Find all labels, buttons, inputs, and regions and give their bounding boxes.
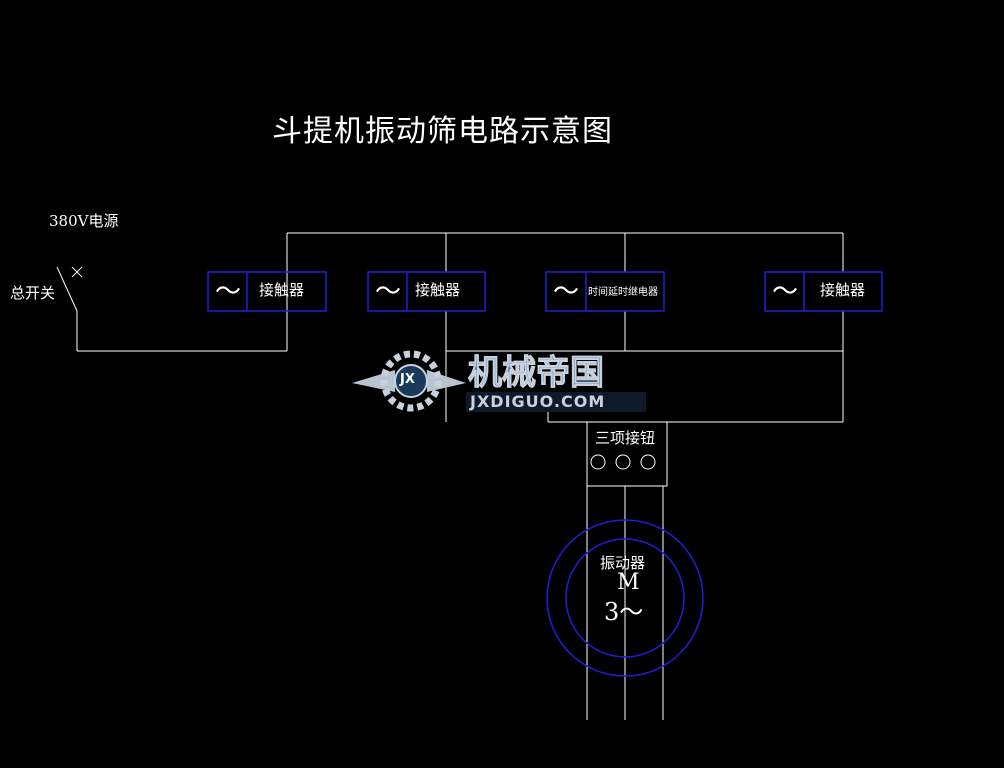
button-3 <box>640 454 656 470</box>
contactor-4-label: 接触器 <box>820 281 866 299</box>
watermark-logo <box>352 350 646 412</box>
button-1 <box>590 454 606 470</box>
switch-label: 总开关 <box>10 284 56 302</box>
power-label: 380V电源 <box>49 212 119 230</box>
watermark-badge: JX <box>400 372 415 387</box>
switch-blade <box>56 266 78 312</box>
relay-label: 时间延时继电器 <box>588 287 658 298</box>
watermark-gear-outer <box>380 350 442 412</box>
contactor-1-symbol: ～ <box>215 277 242 307</box>
watermark-gear-inner <box>394 364 428 398</box>
contactor-2-label: 接触器 <box>415 281 461 299</box>
switch-x-2 <box>71 266 83 278</box>
contactor-4-symbol: ～ <box>772 277 799 307</box>
diagram-title: 斗提机振动筛电路示意图 <box>272 114 613 149</box>
components <box>207 271 883 677</box>
motor-name: 振动器 <box>600 554 646 572</box>
contactor-4-box <box>764 271 883 312</box>
motor-letter: M <box>617 570 640 595</box>
contactor-1-box <box>207 271 327 312</box>
button-box-label: 三项接钮 <box>595 429 656 447</box>
watermark-text-bg <box>466 392 646 412</box>
relay-symbol: ～ <box>553 277 580 307</box>
motor-inner-ring <box>565 538 685 658</box>
relay-box <box>545 271 665 312</box>
wiring <box>56 232 844 720</box>
button-box <box>586 421 668 487</box>
motor-phase: 3～ <box>604 598 644 626</box>
button-2 <box>615 454 631 470</box>
contactor-2-symbol: ～ <box>375 277 402 307</box>
contactor-1-label: 接触器 <box>259 281 305 299</box>
motor-outer-ring <box>546 519 704 677</box>
watermark-en: JXDIGUO.COM <box>470 392 606 411</box>
contactor-2-box <box>367 271 486 312</box>
watermark-cn: 机械帝国 <box>468 353 605 393</box>
